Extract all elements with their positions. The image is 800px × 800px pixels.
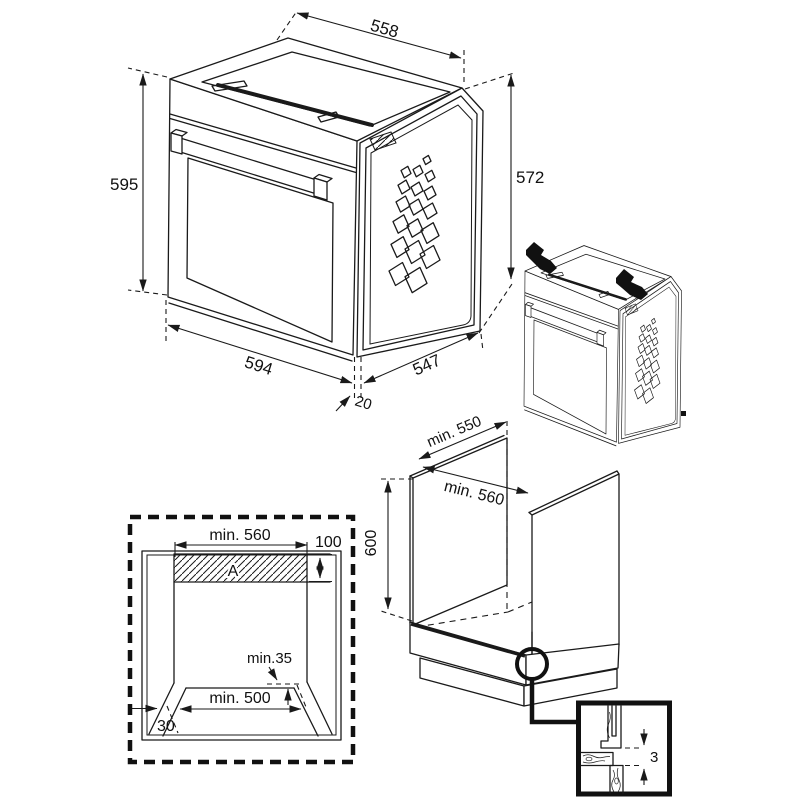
dim-oven-front-height: 595: [110, 67, 168, 296]
dim-label-slope-width: 30: [157, 718, 175, 735]
vent-area-label: A: [228, 563, 239, 580]
vent-area-hatch: [174, 554, 307, 582]
dashed-frame: [127, 514, 356, 765]
dim-label-front-height: 595: [110, 175, 138, 194]
gap-detail-drawing: 3: [576, 700, 672, 797]
detail-callout-circle: [515, 647, 549, 681]
dim-label-niche-top-width: min. 560: [209, 527, 270, 544]
dim-oven-body-height: 572: [464, 72, 544, 334]
main-oven-drawing: [166, 36, 485, 398]
detail-frame: [576, 700, 672, 797]
dim-label-base-width: min. 500: [209, 690, 270, 707]
list-bullet-dot: [681, 411, 686, 416]
hand-grip-right-icon: [616, 269, 648, 300]
dim-slope-width: 30: [132, 704, 175, 735]
dim-door-offset: 20: [335, 393, 374, 414]
dim-label-door-offset: 20: [353, 393, 374, 414]
niche-outer-wall: [141, 550, 342, 741]
cabinet-drawing: min. 550 min. 560 600: [363, 413, 620, 725]
dim-niche-top-width: min. 560: [174, 527, 308, 557]
dim-label-rear-clearance: min.35: [247, 650, 292, 667]
cabinet-left-panel: [412, 437, 508, 626]
dim-base-width: min. 500: [179, 690, 302, 713]
cabinet-right-panel: [531, 473, 620, 659]
dim-label-top-width: 558: [368, 16, 401, 42]
dim-label-vent-height: 100: [315, 534, 342, 551]
dim-label-body-height: 572: [516, 168, 544, 187]
dim-label-cabinet-top-depth: min. 550: [424, 413, 484, 451]
hand-grip-left-icon: [526, 242, 557, 274]
niche-front-view: A min. 560 100 min.35: [127, 514, 356, 765]
dim-vent-height: 100: [309, 534, 342, 583]
dim-label-gap: 3: [650, 749, 658, 766]
dim-label-body-depth: 547: [410, 351, 444, 380]
dim-label-front-width: 594: [242, 352, 275, 379]
detail-callout-connector: [529, 680, 577, 725]
dim-rear-clearance: min.35: [247, 650, 299, 705]
dim-cabinet-height: 600: [363, 478, 413, 622]
lifting-instruction-drawing: [522, 242, 683, 448]
dim-oven-top-width: 558: [276, 10, 465, 86]
dim-label-cabinet-height: 600: [363, 530, 380, 557]
cabinet-base: [409, 621, 620, 707]
